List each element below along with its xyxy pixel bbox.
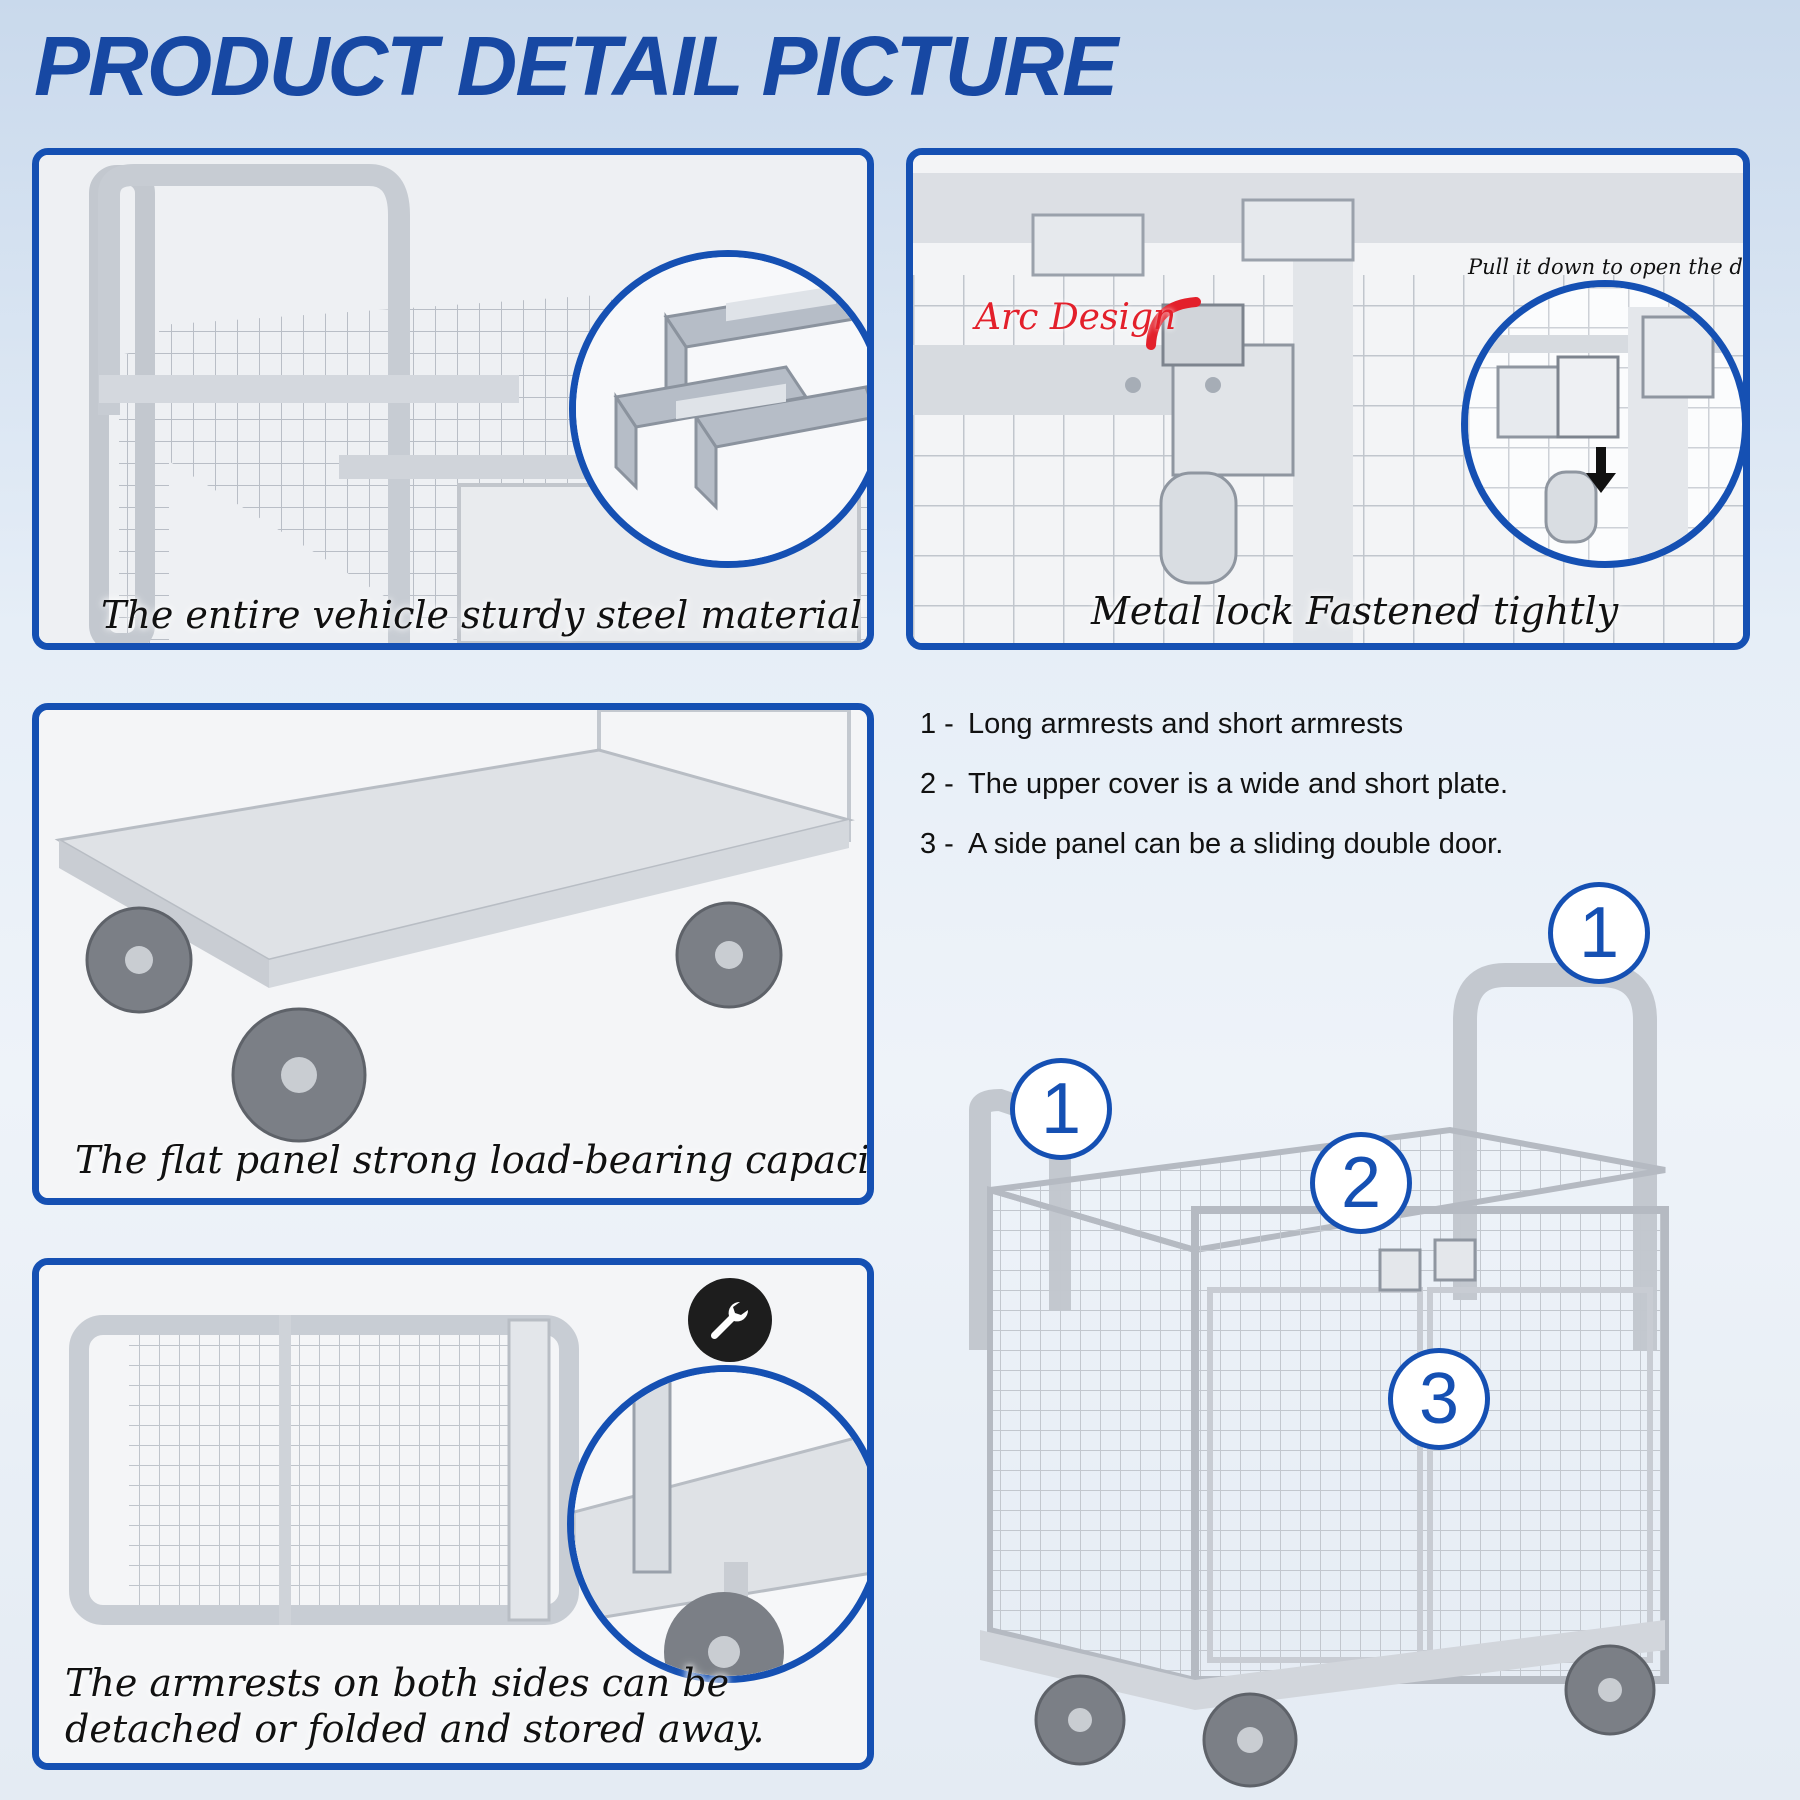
badge-2-top-cover: 2	[1310, 1132, 1412, 1234]
armrest-caption-line1: The armrests on both sides can be	[65, 1661, 730, 1705]
cart-main-illustration	[969, 963, 1669, 1788]
down-arrow-icon	[1586, 447, 1616, 493]
flat-caption: The flat panel strong load-bearing capac…	[75, 1138, 874, 1182]
feature-text: Long armrests and short armrests	[968, 708, 1404, 740]
feature-text: A side panel can be a sliding double doo…	[968, 828, 1504, 860]
pull-down-note: Pull it down to open the door	[1468, 255, 1750, 279]
badge-1-short-handle: 1	[1010, 1058, 1112, 1160]
panel-armrests: The armrests on both sides can be detach…	[32, 1258, 874, 1770]
panel-metal-lock: Arc Design Pull it down to open the door…	[906, 148, 1750, 650]
zoom-circle-steel-profile	[569, 250, 867, 568]
tool-badge	[688, 1278, 772, 1362]
feature-number: 3 -	[920, 828, 954, 860]
feature-item: 1 - Long armrests and short armrests	[920, 708, 1508, 768]
badge-3-side-door: 3	[1388, 1348, 1490, 1450]
lock-detail-illustration	[1468, 287, 1742, 561]
armrest-hinge-illustration	[574, 1372, 867, 1676]
badge-1-tall-handle: 1	[1548, 882, 1650, 984]
flat-platform-illustration	[39, 710, 867, 1198]
feature-number: 1 -	[920, 708, 954, 740]
feature-item: 2 - The upper cover is a wide and short …	[920, 768, 1508, 828]
zoom-circle-lock	[1461, 280, 1743, 568]
wrench-icon	[710, 1301, 749, 1340]
zoom-circle-armrest-hinge	[567, 1365, 867, 1683]
feature-text: The upper cover is a wide and short plat…	[968, 768, 1509, 800]
page-title: PRODUCT DETAIL PICTURE	[34, 19, 1118, 113]
arc-design-label: Arc Design	[975, 297, 1177, 338]
panel-flat-panel: The flat panel strong load-bearing capac…	[32, 703, 874, 1205]
steel-caption: The entire vehicle sturdy steel material	[101, 593, 862, 637]
lock-caption: Metal lock Fastened tightly	[1091, 589, 1619, 633]
armrest-caption-line2: detached or folded and stored away.	[65, 1707, 765, 1751]
feature-item: 3 - A side panel can be a sliding double…	[920, 828, 1508, 888]
steel-profile-illustration	[576, 257, 867, 561]
arc-arrow-icon	[1146, 297, 1201, 350]
feature-list: 1 - Long armrests and short armrests 2 -…	[920, 708, 1508, 888]
feature-number: 2 -	[920, 768, 954, 800]
panel-steel-material: The entire vehicle sturdy steel material	[32, 148, 874, 650]
